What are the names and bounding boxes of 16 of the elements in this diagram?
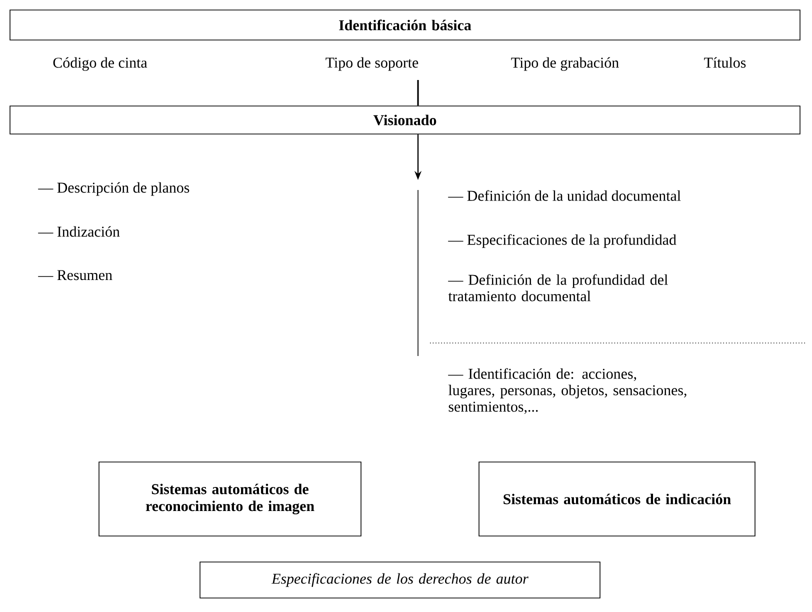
text-label: — Descripción de planos [38, 182, 190, 196]
text-label: — Definición de la unidad documental [448, 190, 681, 201]
text-label: Tipo de grabación [511, 57, 619, 71]
process-box: Visionado [10, 106, 800, 134]
text-label: Código de cinta [53, 57, 148, 71]
text-label: Títulos [704, 57, 746, 68]
process-box: Sistemas automáticos de indicación [478, 462, 756, 536]
process-box: Identificación básica [10, 10, 800, 40]
text-label: — Definición de la profundidad del tratamiento documental [448, 274, 668, 302]
process-box: Sistemas automáticos de reconocimiento de imagen [98, 462, 362, 536]
text-label: — Especificaciones de la profundidad [448, 234, 676, 248]
text-label: Tipo de soporte [326, 57, 418, 71]
text-label: — Identificación de: acciones, lugares, personas, objetos, sensaciones, sentimientos,... [448, 368, 686, 414]
text-label: — Resumen [38, 270, 112, 280]
text-label: — Indización [38, 226, 120, 237]
process-box: Especificaciones de los derechos de autor [200, 562, 600, 598]
